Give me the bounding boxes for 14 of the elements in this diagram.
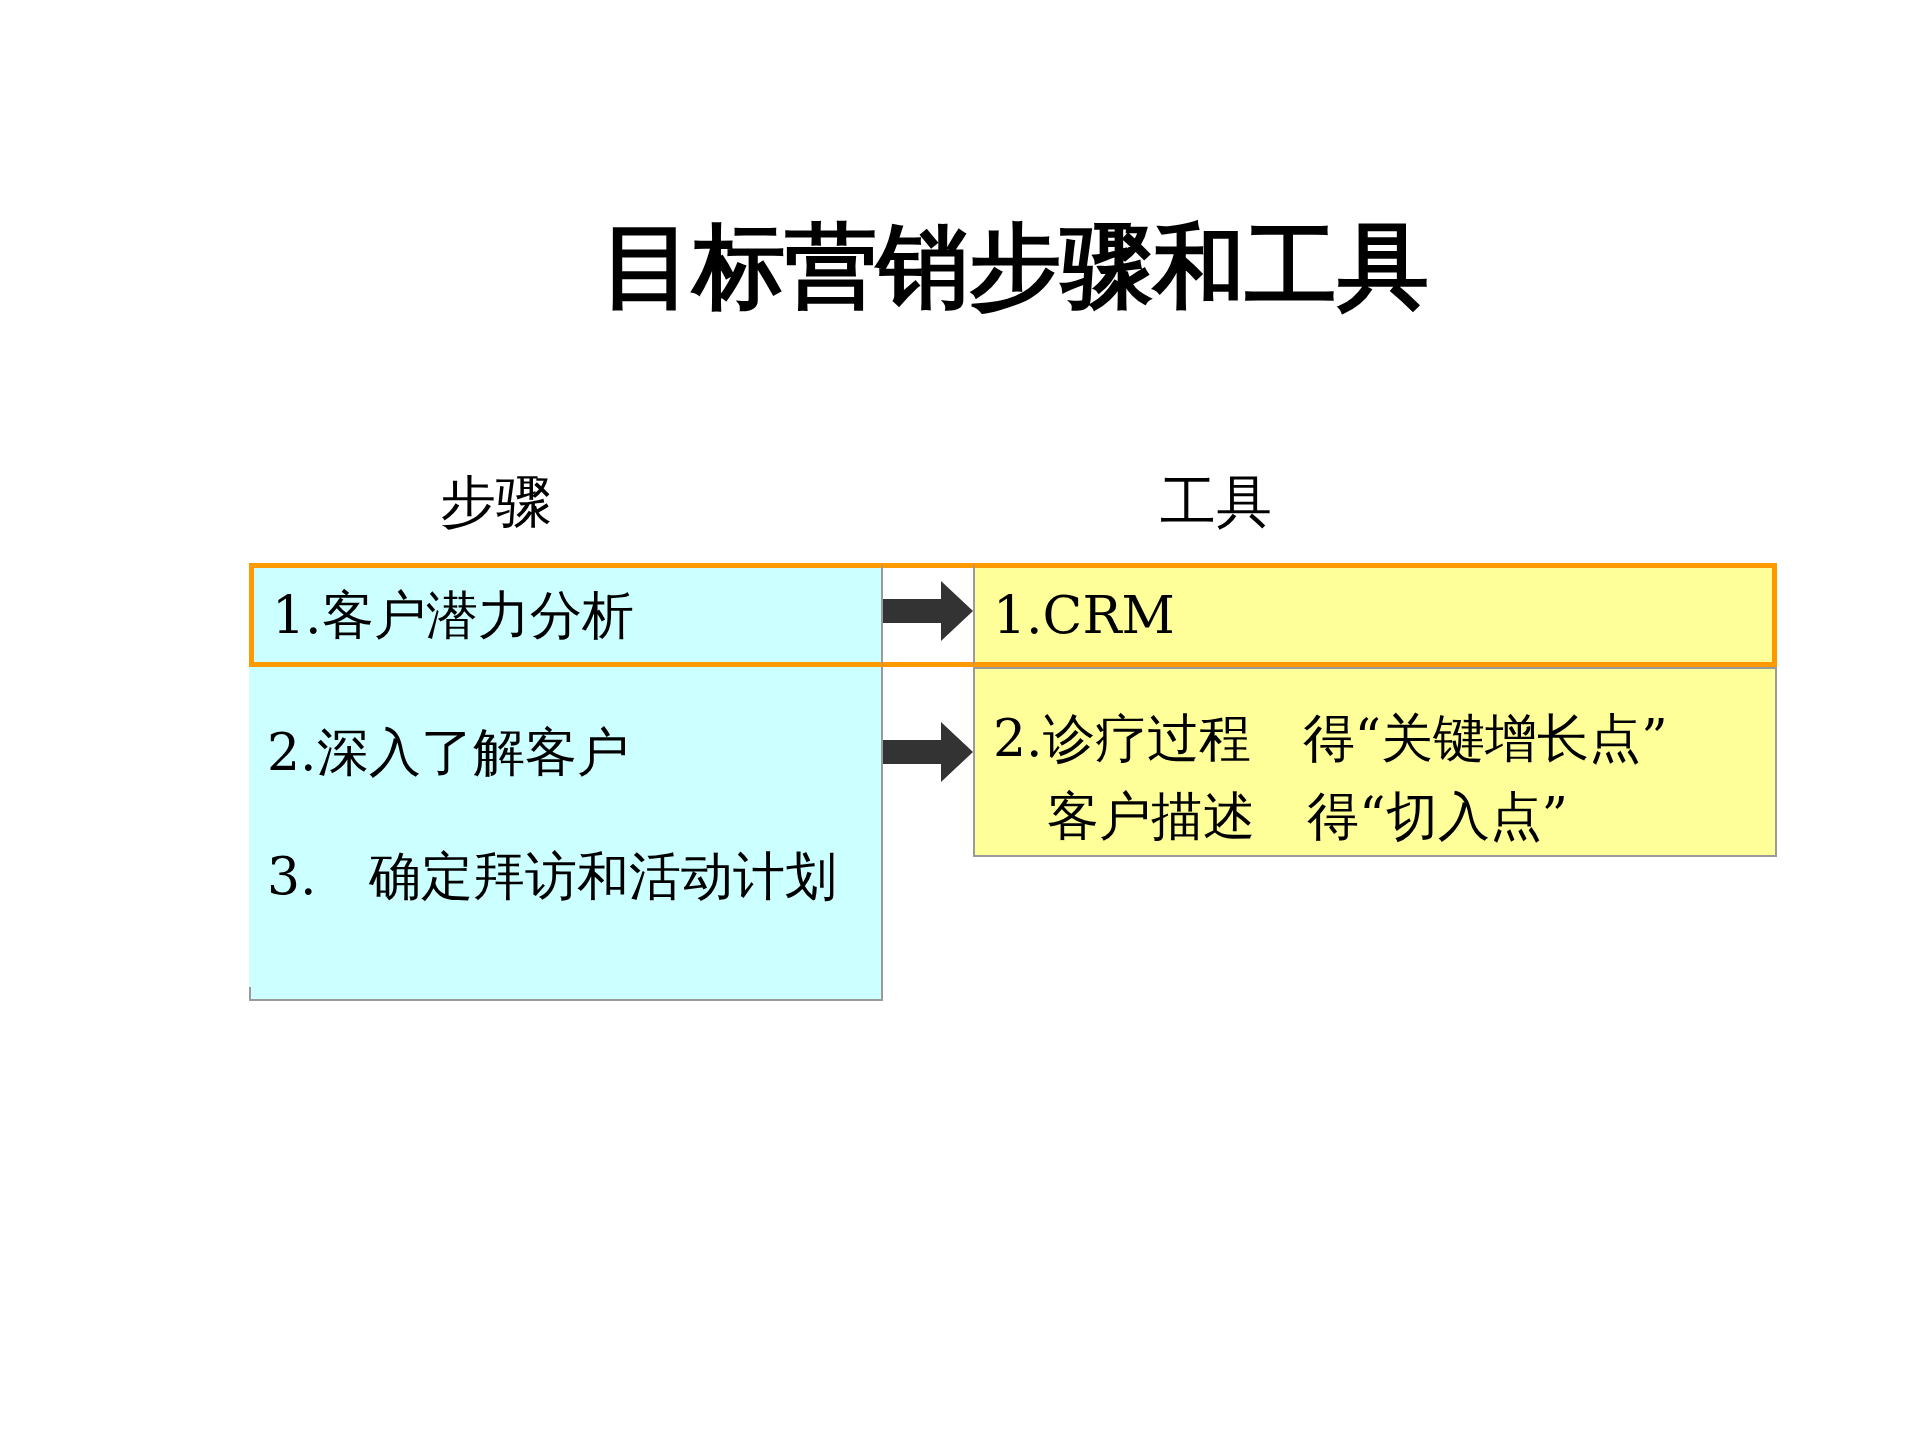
item-text: 1.CRM xyxy=(993,584,1176,647)
title: 目标营销步骤和工具 xyxy=(600,212,1430,322)
column-header: 步骤 xyxy=(440,468,552,536)
item-text: 3. 确定拜访和活动计划 xyxy=(267,845,838,908)
item-text: 1.客户潜力分析 xyxy=(272,584,635,647)
tool-box xyxy=(973,667,1777,857)
item-text: 2.诊疗过程 得“关键增长点” xyxy=(993,707,1669,770)
step-item xyxy=(249,563,883,667)
column-header: 工具 xyxy=(1160,468,1272,536)
tool-box xyxy=(973,563,1777,667)
block-arrow xyxy=(883,722,973,782)
block-arrow xyxy=(883,581,973,641)
item-text: 客户描述 得“切入点” xyxy=(1046,785,1570,848)
item-text: 2.深入了解客户 xyxy=(267,721,630,784)
